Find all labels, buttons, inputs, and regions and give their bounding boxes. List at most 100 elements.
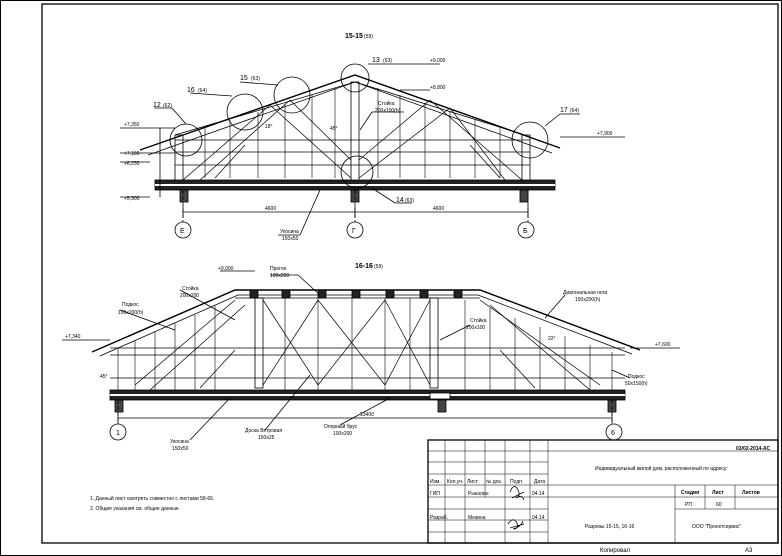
elev-9000: +9,000 bbox=[430, 58, 446, 64]
bearing-label: Опорный брус bbox=[324, 423, 358, 430]
callout-15: 15 bbox=[240, 75, 248, 82]
note-2: 2. Общие указания см. общие данные. bbox=[90, 506, 180, 512]
axis-e-marker bbox=[174, 221, 192, 239]
hdr-list: Лист bbox=[467, 479, 479, 485]
company-name: ООО "Проектсервис" bbox=[692, 524, 741, 530]
callout-14-ref: (63) bbox=[405, 198, 414, 204]
purlin-size: 100x200 bbox=[270, 273, 289, 279]
callout-12: 12 bbox=[153, 102, 161, 109]
bearing-size: 100x200 bbox=[333, 431, 352, 437]
stamp-project: Индивидуальный жилой дом, расположенный … bbox=[595, 465, 728, 472]
beam-size: 150x50 bbox=[282, 236, 299, 242]
hdr-doc: № док. bbox=[486, 479, 502, 485]
callout-12-ref: (62) bbox=[163, 103, 172, 109]
title-block bbox=[427, 439, 779, 544]
section2-labels: +9,000 +7,340 +7,600 Прогон 100x200 Стой… bbox=[65, 266, 671, 452]
axis-e-label: Е bbox=[180, 228, 185, 235]
elev-5900: +5,900 bbox=[124, 196, 140, 202]
footer-format: А3 bbox=[745, 548, 753, 554]
elev2-7600: +7,600 bbox=[655, 342, 671, 348]
post1-label: Стойка bbox=[182, 285, 199, 292]
angle-18: 18° bbox=[265, 124, 273, 130]
sheet-value: 60 bbox=[716, 502, 722, 508]
section1-labels: 12 (62) 16 (64) 15 (63) 13 (63) 17 (64) … bbox=[124, 57, 613, 242]
stamp-code: 03/02-2014-АС bbox=[736, 446, 770, 452]
post2-size: 200x100 bbox=[466, 325, 485, 331]
post2-label: Стойка bbox=[470, 317, 487, 324]
signature-2 bbox=[507, 519, 525, 530]
row1-name: Рыкалин bbox=[468, 491, 489, 497]
elev-6230: +6,230 bbox=[124, 161, 140, 167]
callout-14: 14 bbox=[396, 197, 404, 204]
strut-label: Подкос bbox=[122, 302, 139, 308]
sheet-label: Лист bbox=[712, 490, 724, 496]
axis-b-marker bbox=[517, 221, 535, 239]
callout-17-ref: (64) bbox=[570, 108, 579, 114]
frame-border bbox=[41, 3, 779, 544]
dim-total: 13400 bbox=[360, 412, 374, 418]
beam-label: Укосина bbox=[280, 229, 299, 235]
section2-title: 16-16 bbox=[355, 263, 373, 270]
diag-size: 150x200(h) bbox=[575, 297, 601, 303]
wind-board-size: 150x25 bbox=[258, 435, 275, 441]
wind-board-label: Доска Ветровая bbox=[245, 428, 282, 434]
axis-1-marker bbox=[109, 423, 127, 441]
sheet-title: Разрезы 15-15, 16-16 bbox=[585, 524, 634, 530]
callout-16-ref: (64) bbox=[198, 88, 207, 94]
elev-7900: +7,900 bbox=[597, 131, 613, 137]
footer-copied: Копировал bbox=[600, 548, 631, 554]
note-1: 1. Данный лист смотреть совместно с лист… bbox=[90, 495, 214, 502]
row1-role: ГИП bbox=[430, 491, 440, 497]
purlin-label: Прогон bbox=[270, 266, 287, 272]
row2-date: 04.14 bbox=[532, 515, 545, 521]
signature-1 bbox=[509, 486, 525, 501]
axis-b-label: Б bbox=[523, 228, 528, 235]
strut-size: 100x200(h) bbox=[118, 310, 144, 316]
axis-g-label: Г bbox=[352, 228, 356, 235]
strut2-size: 50x150(h) bbox=[625, 381, 648, 387]
notes: 1. Данный лист смотреть совместно с лист… bbox=[90, 495, 214, 512]
post-size: 200x100(h) bbox=[375, 108, 401, 114]
hdr-sign: Подп. bbox=[510, 479, 523, 485]
axis-6-label: 6 bbox=[611, 430, 615, 437]
title-block-text: 03/02-2014-АС Индивидуальный жилой дом, … bbox=[430, 446, 770, 554]
beam2-label: Укосина bbox=[170, 439, 189, 445]
section2-title-ref: (59) bbox=[374, 264, 383, 270]
sheets-label: Листов bbox=[742, 490, 760, 496]
elev-7180: +7,180 bbox=[124, 151, 140, 157]
diag-label: Диагональная нога bbox=[563, 290, 607, 296]
section1-title: 15-15 bbox=[345, 33, 363, 40]
angle-45: 45° bbox=[330, 126, 338, 132]
hdr-izm: Изм. bbox=[430, 479, 441, 485]
callout-13: 13 bbox=[372, 57, 380, 64]
elev-8800: +8,800 bbox=[430, 85, 446, 91]
angle2-45: 45° bbox=[100, 374, 108, 380]
post-label: Стойка bbox=[378, 100, 395, 107]
section1-title-ref: (59) bbox=[364, 34, 373, 40]
callout-13-ref: (63) bbox=[383, 58, 392, 64]
post1-size: 200x200 bbox=[180, 293, 199, 299]
section-15-15: 15-15 (59) bbox=[120, 33, 625, 239]
beam2-size: 150x50 bbox=[172, 446, 189, 452]
dim-right: 4600 bbox=[433, 206, 444, 212]
callout-15-ref: (63) bbox=[251, 76, 260, 82]
elev2-7340: +7,340 bbox=[65, 334, 81, 340]
callout-16: 16 bbox=[187, 87, 195, 94]
axis-1-label: 1 bbox=[116, 430, 120, 437]
row1-date: 04.14 bbox=[532, 491, 545, 497]
axis-g-marker bbox=[346, 221, 364, 239]
callout-17: 17 bbox=[560, 107, 568, 114]
stage-value: РП bbox=[685, 502, 692, 508]
elev2-9000: +9,000 bbox=[218, 266, 234, 272]
dim-left: 4600 bbox=[265, 206, 276, 212]
section-16-16: 16-16 (59) bbox=[62, 263, 680, 441]
stage-label: Стадия bbox=[681, 490, 699, 496]
elev-7350: +7,350 bbox=[124, 122, 140, 128]
hdr-kolvo: Кол.уч. bbox=[447, 479, 463, 485]
row2-role: Разраб. bbox=[430, 515, 448, 521]
strut2-label: Подкос bbox=[628, 374, 645, 380]
angle2-22: 22° bbox=[548, 336, 556, 342]
hdr-date: Дата bbox=[534, 479, 545, 485]
